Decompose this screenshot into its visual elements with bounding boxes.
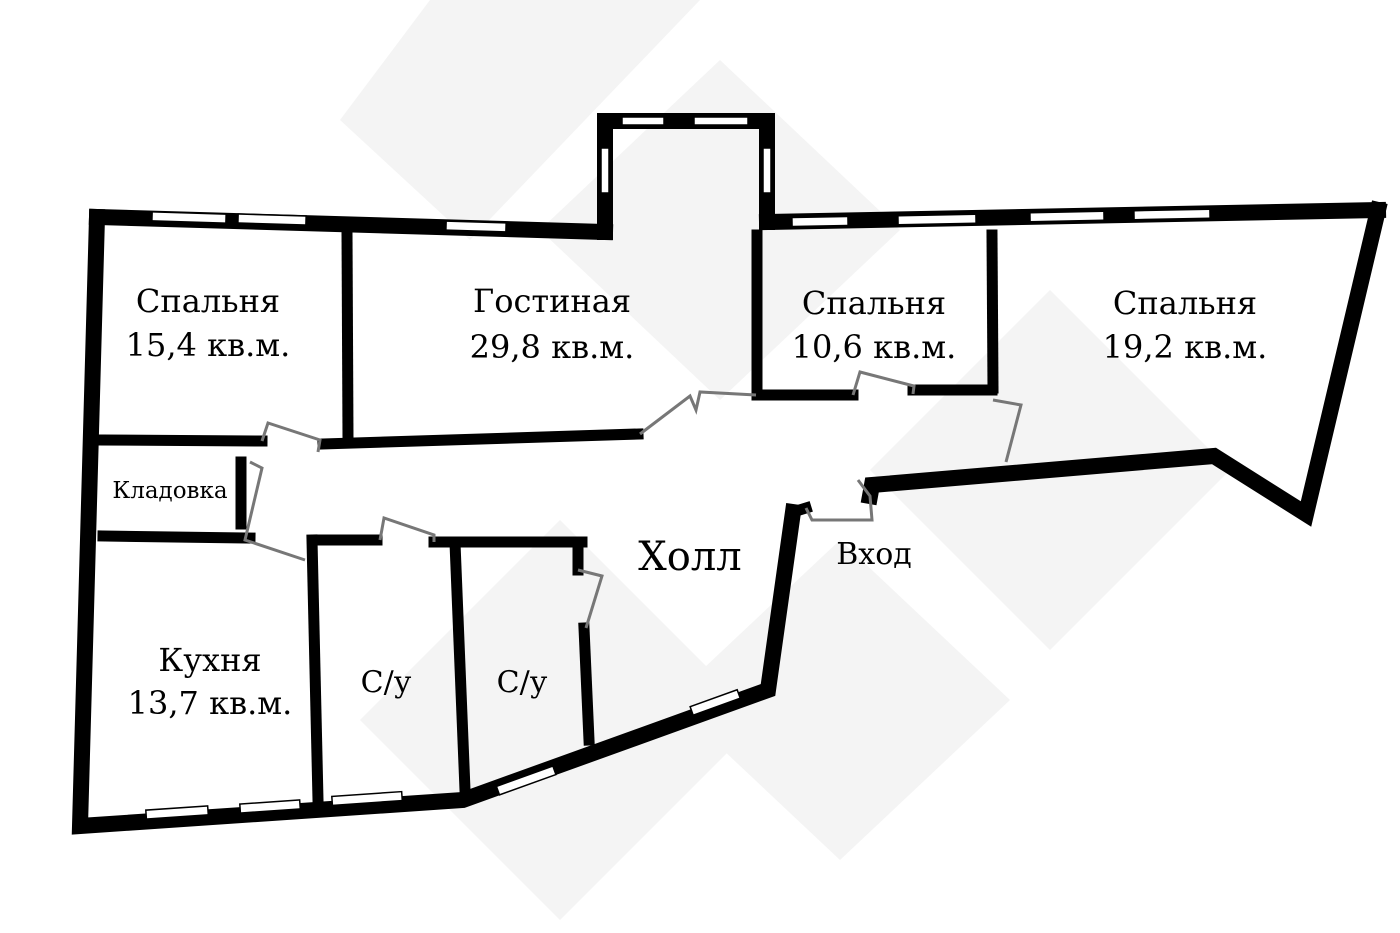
outer-walls: [71, 113, 1388, 835]
wc-2-name: С/у: [497, 665, 548, 700]
bedroom-1-name: Спальня: [136, 282, 280, 320]
living-room-area: 29,8 кв.м.: [470, 328, 635, 366]
bedroom-1-area: 15,4 кв.м.: [126, 326, 291, 364]
living-room-name: Гостиная: [473, 282, 631, 320]
doors: [243, 370, 1023, 629]
storage-name: Кладовка: [112, 478, 227, 504]
wc-1-name: С/у: [361, 665, 412, 700]
bedroom-3-area: 19,2 кв.м.: [1103, 328, 1268, 366]
hall-name: Холл: [638, 534, 741, 580]
bedroom-2-name: Спальня: [802, 284, 946, 322]
entrance-label: Вход: [836, 537, 912, 572]
kitchen-name: Кухня: [158, 641, 261, 679]
kitchen-area: 13,7 кв.м.: [128, 684, 293, 722]
room-labels: Спальня 15,4 кв.м. Гостиная 29,8 кв.м. С…: [112, 282, 1267, 722]
bedroom-3-name: Спальня: [1113, 284, 1257, 322]
windows: [145, 116, 1211, 820]
bedroom-2-area: 10,6 кв.м.: [792, 328, 957, 366]
interior-walls: [97, 226, 999, 806]
